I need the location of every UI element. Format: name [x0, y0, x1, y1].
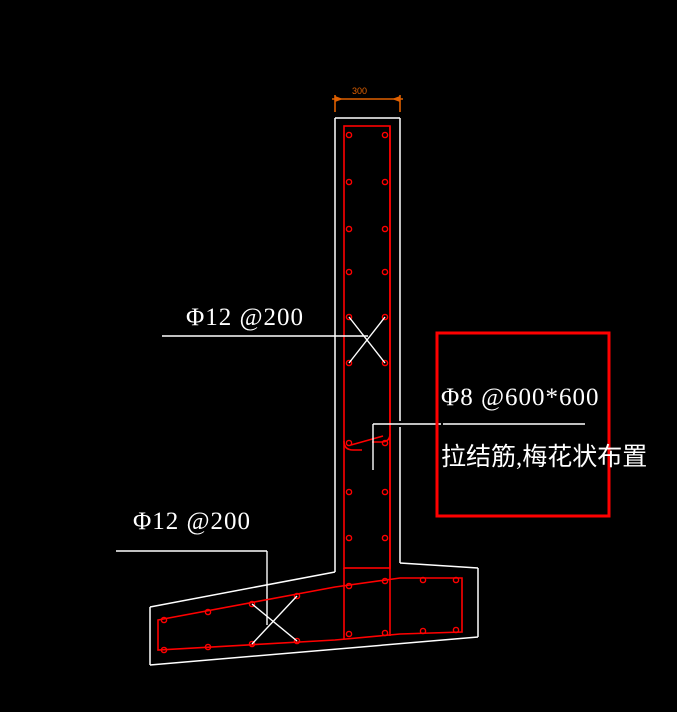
rebar-dot	[293, 592, 301, 600]
dimension-arrow-right	[392, 96, 400, 102]
tie-bar-body	[350, 435, 384, 446]
rebar-dot	[381, 439, 389, 447]
rebar-dot	[345, 488, 353, 496]
footing-stirrup-outline	[157, 577, 463, 651]
rebar-dot	[345, 131, 353, 139]
note-box-line-2: 拉结筋,梅花状布置	[441, 444, 648, 471]
rebar-dot	[160, 616, 168, 624]
rebar-dot	[345, 225, 353, 233]
note-callout-box[interactable]	[435, 331, 611, 518]
footing-rebar-annotation: Φ12 @200	[133, 508, 252, 535]
rebar-dot	[345, 439, 353, 447]
leader-note-box	[372, 423, 441, 470]
note-box-border[interactable]	[435, 331, 611, 518]
tie-bar-hook-right	[372, 433, 391, 443]
rebar-dot	[381, 629, 389, 637]
rebar-dot	[381, 313, 389, 321]
rebar-dot	[345, 178, 353, 186]
rebar-dot	[419, 576, 427, 584]
rebar-dot	[452, 576, 460, 584]
rebar-dot	[204, 643, 212, 651]
rebar-dot	[452, 626, 460, 634]
rebar-dot	[381, 268, 389, 276]
wall-rebar-annotation: Φ12 @200	[186, 304, 305, 331]
wall-rebar-cage	[343, 125, 391, 569]
rebar-dot	[381, 534, 389, 542]
rebar-dot	[381, 178, 389, 186]
tie-bar-hook-left	[343, 440, 362, 451]
note-box-line-1: Φ8 @600*600	[441, 384, 600, 411]
dimension-value-top-width: 300	[352, 86, 368, 96]
tie-bar-detail	[343, 433, 391, 451]
rebar-dot	[345, 534, 353, 542]
cross-stroke	[251, 595, 298, 645]
rebar-dot	[345, 582, 353, 590]
dimension-arrow-left	[335, 96, 343, 102]
rebar-dot	[204, 608, 212, 616]
rebar-dot	[248, 600, 256, 608]
wall-concrete-outline	[334, 117, 401, 572]
rebar-dot	[160, 646, 168, 654]
rebar-dot	[381, 577, 389, 585]
rebar-dot	[381, 131, 389, 139]
footing-concrete-outline	[149, 562, 479, 666]
footing-bottom-edge	[149, 636, 479, 666]
rebar-dot	[248, 640, 256, 648]
cross-stroke	[348, 316, 386, 364]
footing-top-edge-right	[399, 562, 479, 569]
cross-stroke	[251, 603, 298, 642]
rebar-dot	[345, 630, 353, 638]
wall-stirrup-outline	[343, 125, 391, 569]
rebar-dot	[293, 637, 301, 645]
footing-rebar-cage	[157, 568, 463, 651]
rebar-dot	[419, 627, 427, 635]
rebar-dot	[381, 359, 389, 367]
wall-rebar-cross-mark	[348, 316, 386, 364]
footing-top-edge-left	[149, 571, 336, 608]
rebar-dot	[381, 225, 389, 233]
footing-rebar-cross-mark	[251, 595, 298, 645]
rebar-dot	[345, 359, 353, 367]
rebar-dot	[345, 313, 353, 321]
dimension-group-top-width	[332, 95, 403, 112]
rebar-dot	[381, 488, 389, 496]
wall-rebar-dots	[345, 131, 389, 542]
rebar-dot	[345, 268, 353, 276]
footing-rebar-dots	[160, 576, 460, 654]
leader-footing-rebar-label	[116, 550, 268, 625]
